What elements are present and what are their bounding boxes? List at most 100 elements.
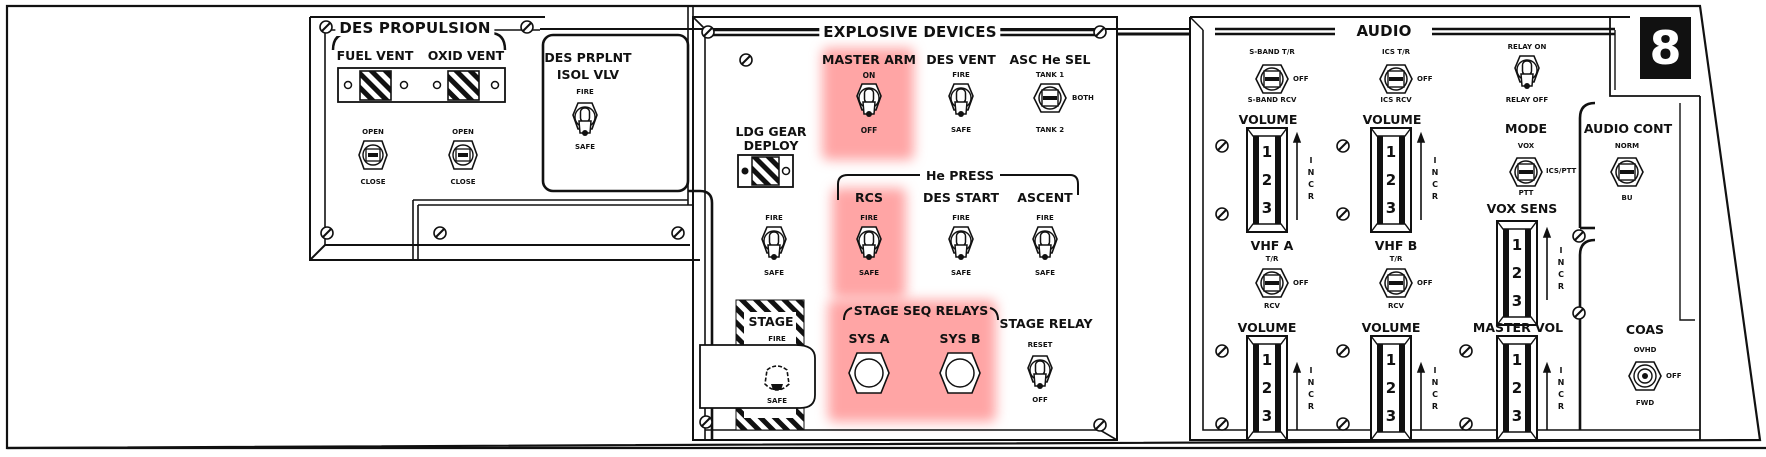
des-propulsion-title: DES PROPULSION [335, 21, 495, 36]
scale-1: 1 [1261, 143, 1273, 161]
vox-sens-label: VOX SENS [1486, 201, 1558, 216]
rcs-safe-label: SAFE [858, 269, 880, 277]
master-arm-toggle[interactable] [856, 83, 882, 117]
des-vent-toggle[interactable] [948, 83, 974, 117]
ics-switch[interactable] [1380, 65, 1412, 93]
des-start-fire-label: FIRE [952, 214, 970, 222]
ascent-safe-label: SAFE [1034, 269, 1056, 277]
sband-volume-label: VOLUME [1238, 112, 1298, 127]
ics-off-label: OFF [1417, 75, 1433, 83]
des-vent-safe-label: SAFE [950, 126, 972, 134]
asc-he-sel-switch[interactable] [1034, 84, 1066, 112]
scale-2: 2 [1385, 379, 1397, 397]
mode-switch[interactable] [1510, 158, 1542, 186]
audio-cont-bu-label: BU [1621, 194, 1633, 202]
mode-ptt-label: PTT [1518, 189, 1534, 197]
scale-3: 3 [1511, 407, 1523, 425]
scale-1: 1 [1385, 351, 1397, 369]
scale-3: 3 [1511, 292, 1523, 310]
des-start-safe-label: SAFE [950, 269, 972, 277]
stage-relay-reset-label: RESET [1027, 341, 1053, 349]
sys-b-button[interactable] [940, 353, 980, 393]
stage-switch-guard[interactable] [700, 345, 815, 408]
oxid-vent-switch[interactable] [448, 140, 478, 170]
ics-rcv-label: ICS RCV [1380, 96, 1412, 104]
sband-switch[interactable] [1256, 65, 1288, 93]
des-prplnt-label: DES PRPLNT [544, 50, 632, 65]
des-start-label: DES START [922, 190, 1000, 205]
vhf-b-rcv-label: RCV [1388, 302, 1404, 310]
stage-seq-relays-title: STAGE SEQ RELAYS [853, 303, 989, 318]
coas-ovhd-label: OVHD [1633, 346, 1657, 354]
isol-vlv-safe-label: SAFE [574, 143, 596, 151]
fuel-vent-label: FUEL VENT [336, 48, 414, 63]
scale-3: 3 [1261, 199, 1273, 217]
sband-rcv-label: S-BAND RCV [1247, 96, 1297, 104]
vhf-a-rcv-label: RCV [1264, 302, 1280, 310]
asc-he-sel-tank1-label: TANK 1 [1035, 71, 1065, 79]
coas-fwd-label: FWD [1635, 399, 1655, 407]
outer-frame [5, 4, 1762, 450]
des-start-toggle[interactable] [948, 226, 974, 260]
audio-cont-norm-label: NORM [1614, 142, 1640, 150]
coas-off-label: OFF [1666, 372, 1682, 380]
sys-b-label: SYS B [939, 331, 981, 346]
asc-he-sel-both-label: BOTH [1072, 94, 1094, 102]
audio-cont-switch[interactable] [1611, 158, 1643, 186]
vhf-b-volume-thumbwheel[interactable]: 1 2 3 [1371, 336, 1411, 440]
rcs-label: RCS [854, 190, 884, 205]
sband-off-label: OFF [1293, 75, 1309, 83]
master-arm-on-label: ON [862, 71, 876, 80]
rcs-toggle[interactable] [856, 226, 882, 260]
vhf-a-tr-label: T/R [1265, 255, 1279, 263]
scale-2: 2 [1511, 379, 1523, 397]
vhf-b-switch[interactable] [1380, 269, 1412, 297]
asc-he-sel-label: ASC He SEL [1009, 52, 1091, 67]
vhf-b-volume-label: VOLUME [1361, 320, 1421, 335]
scale-1: 1 [1261, 351, 1273, 369]
fuel-vent-close-label: CLOSE [360, 178, 386, 186]
ascent-toggle[interactable] [1032, 226, 1058, 260]
isol-vlv-fire-label: FIRE [576, 88, 594, 96]
coas-switch[interactable] [1629, 362, 1661, 390]
panel-number-badge: 8 [1640, 17, 1691, 79]
stage-relay-toggle[interactable] [1027, 355, 1053, 389]
vhf-a-switch[interactable] [1256, 269, 1288, 297]
ldg-gear-deploy-toggle[interactable] [761, 226, 787, 260]
vhf-a-volume-label: VOLUME [1237, 320, 1297, 335]
oxid-vent-label: OXID VENT [427, 48, 505, 63]
explosive-devices-title: EXPLOSIVE DEVICES [819, 25, 1001, 40]
ascent-fire-label: FIRE [1036, 214, 1054, 222]
master-vol-label: MASTER VOL [1472, 320, 1564, 335]
he-press-title: He PRESS [921, 169, 999, 183]
fuel-vent-open-label: OPEN [362, 128, 384, 136]
oxid-vent-open-label: OPEN [452, 128, 474, 136]
scale-1: 1 [1385, 143, 1397, 161]
sys-a-label: SYS A [848, 331, 890, 346]
sband-tr-label: S-BAND T/R [1249, 48, 1295, 56]
audio-title: AUDIO [1352, 24, 1416, 39]
des-prplnt-isol-vlv-toggle[interactable] [572, 102, 598, 136]
deploy-label: DEPLOY [743, 138, 799, 153]
sys-a-button[interactable] [849, 353, 889, 393]
master-vol-thumbwheel[interactable]: 1 2 3 [1497, 336, 1537, 440]
ldg-gear-fire-label: FIRE [765, 214, 783, 222]
vhf-a-off-label: OFF [1293, 279, 1309, 287]
relay-toggle[interactable] [1514, 55, 1540, 89]
asc-he-sel-tank2-label: TANK 2 [1035, 126, 1065, 134]
scale-3: 3 [1385, 199, 1397, 217]
scale-1: 1 [1511, 351, 1523, 369]
stage-label: STAGE [748, 314, 794, 329]
scale-3: 3 [1385, 407, 1397, 425]
mode-label: MODE [1505, 121, 1547, 136]
fuel-vent-switch[interactable] [358, 140, 388, 170]
scale-2: 2 [1385, 171, 1397, 189]
ics-volume-thumbwheel[interactable]: 1 2 3 [1371, 128, 1411, 232]
ics-volume-label: VOLUME [1362, 112, 1422, 127]
